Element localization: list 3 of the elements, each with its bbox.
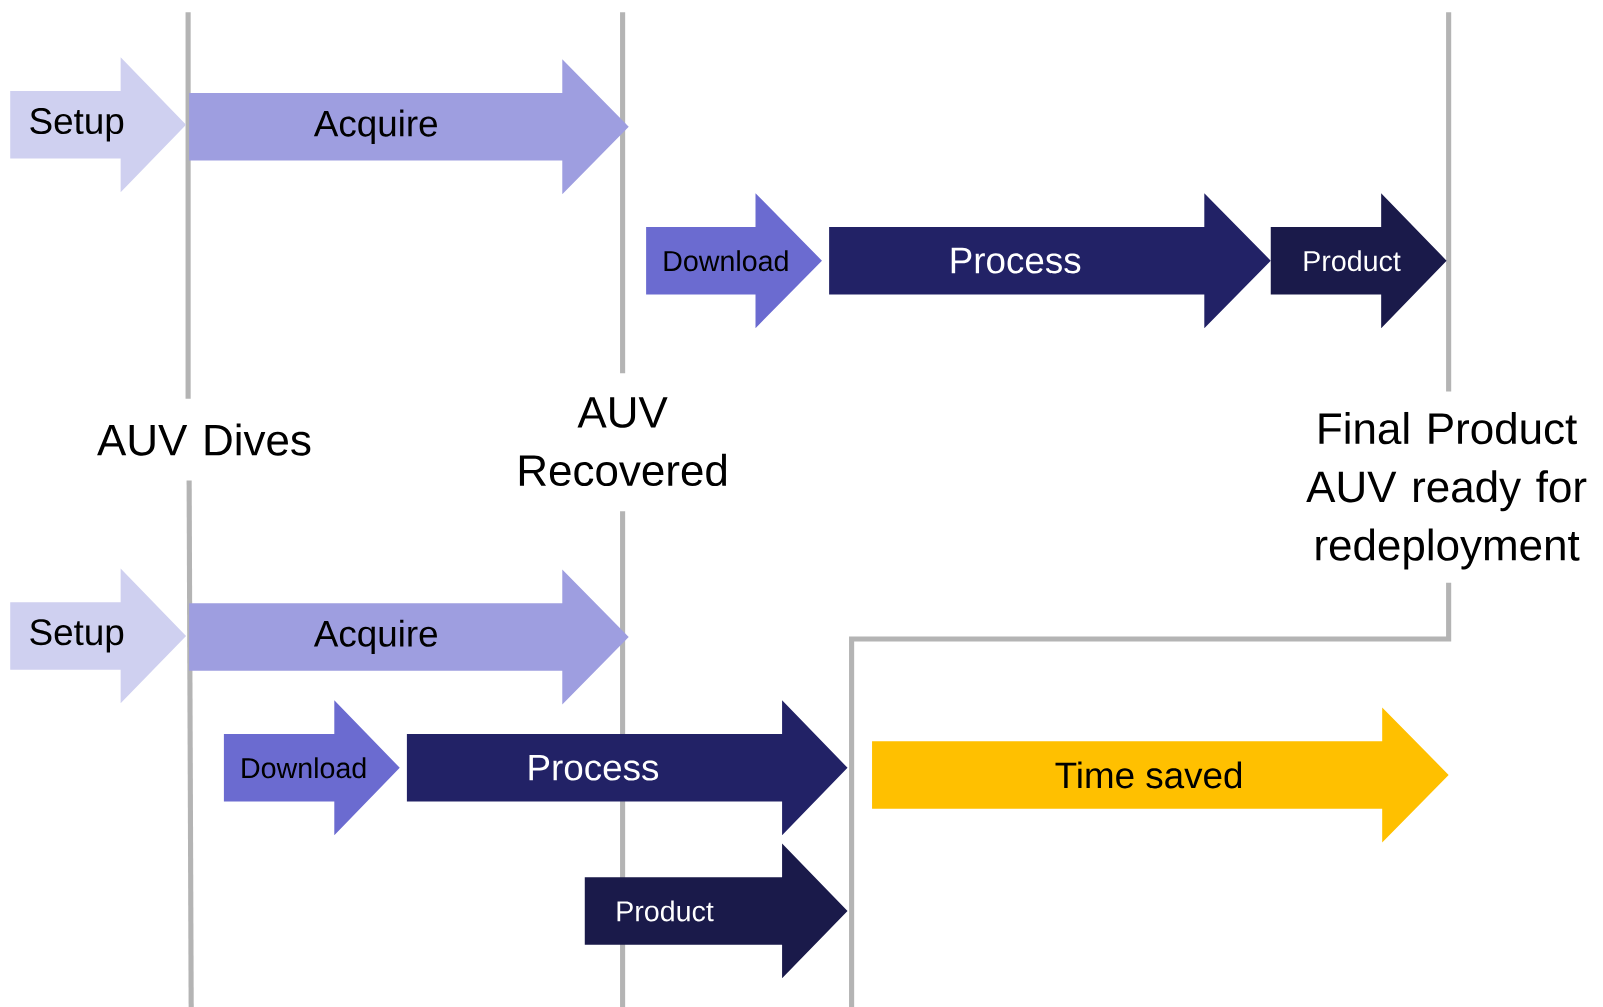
milestone-label: Final Product AUV ready for redeployment — [1306, 411, 1587, 570]
milestone-label: AUV Dives — [97, 423, 311, 456]
milestone-label: AUV Recovered — [519, 397, 727, 487]
